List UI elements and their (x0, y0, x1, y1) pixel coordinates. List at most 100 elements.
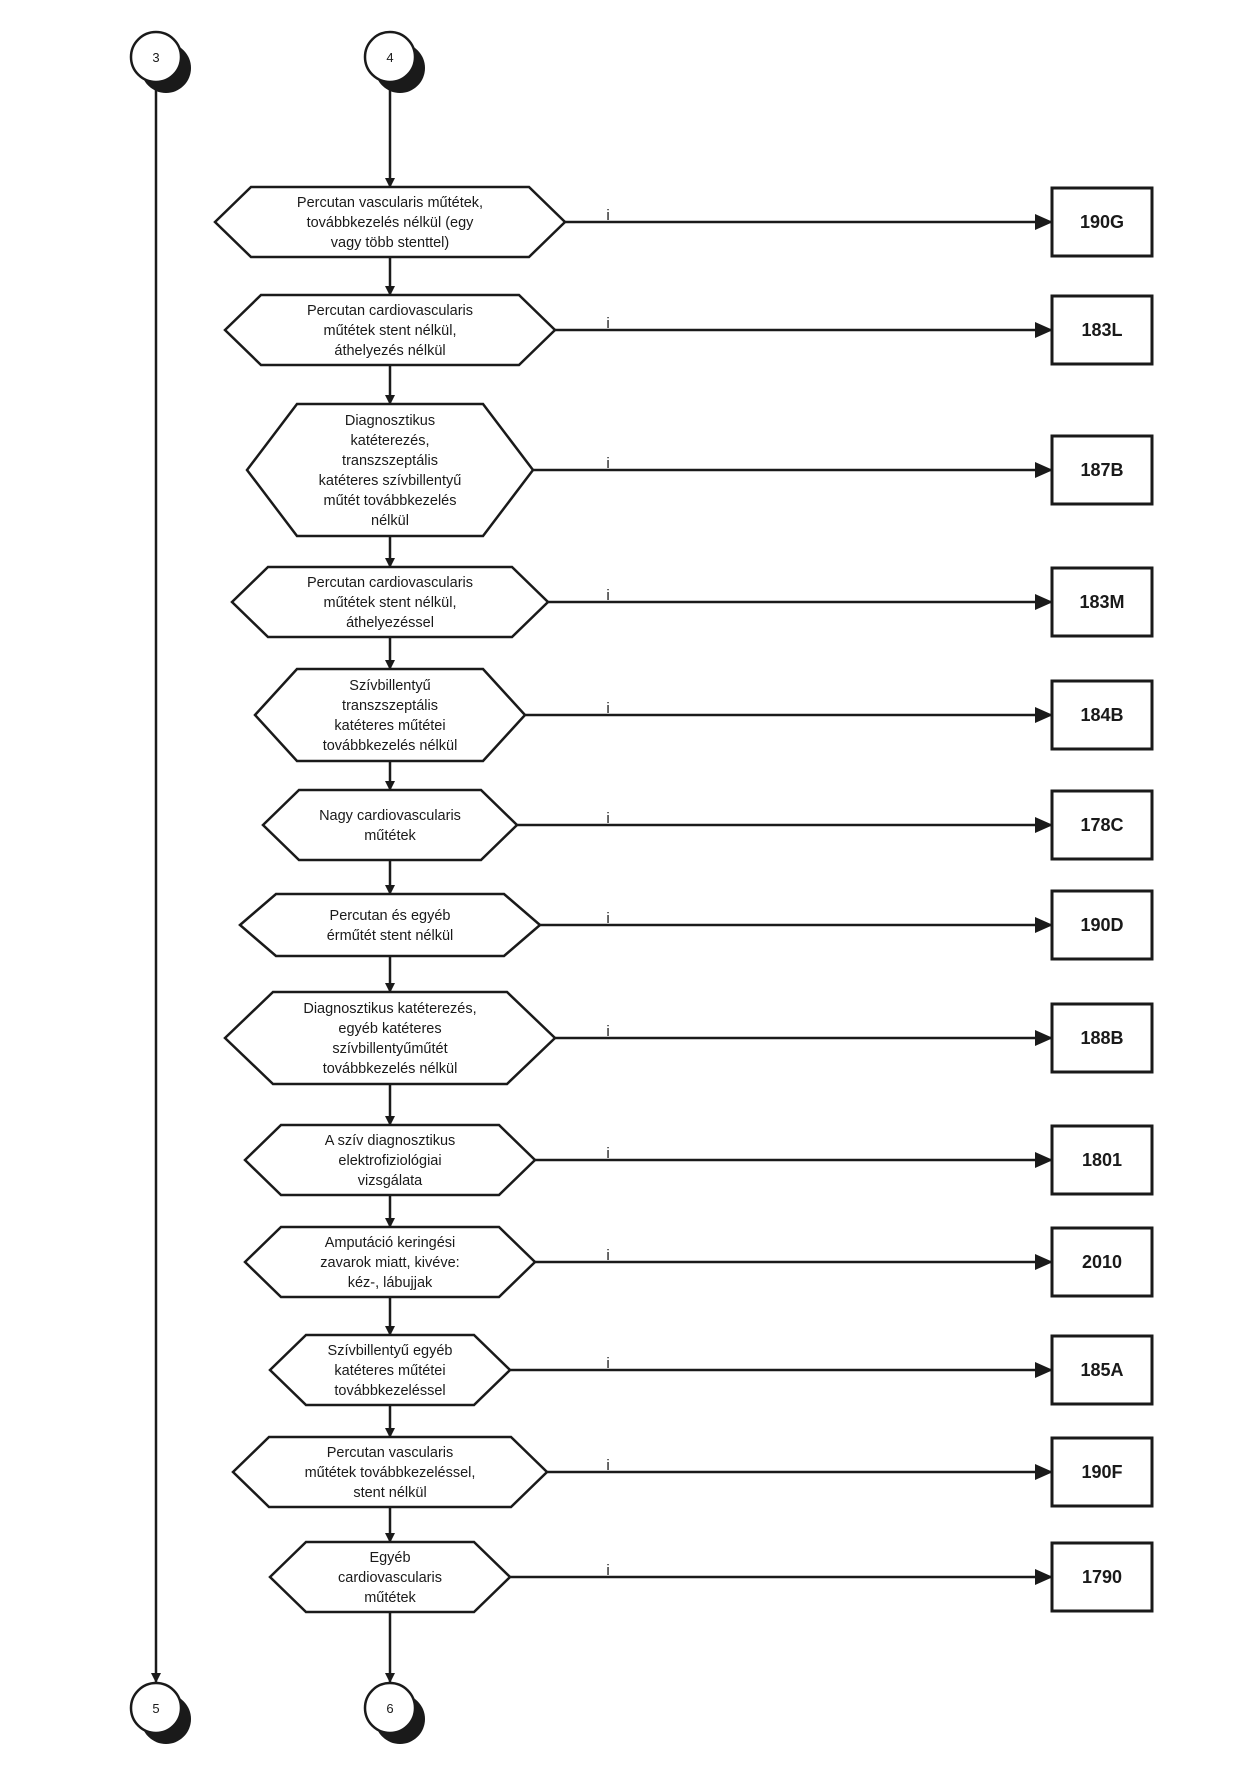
result-code: 190F (1081, 1462, 1122, 1482)
result-box (1050, 1541, 1154, 1613)
decision-node: Percutan cardiovascularis műtétek stent n… (230, 565, 1154, 639)
result-code: 183L (1081, 320, 1122, 340)
decision-label-line: nélkül (371, 513, 409, 529)
result-box (1050, 186, 1154, 258)
decision-label-line: cardiovascularis (338, 1570, 442, 1586)
branch-label: i (606, 1355, 609, 1372)
branch-label: i (606, 1457, 609, 1474)
decision-label-line: műtétek (364, 828, 416, 844)
result-code: 184B (1080, 705, 1123, 725)
connector-bottom-left: 5 (129, 1681, 191, 1744)
result-box (1050, 1226, 1154, 1298)
result-box (1050, 1124, 1154, 1196)
connector-top-left: 3 (129, 30, 191, 93)
decision-hexagon (261, 788, 519, 862)
result-code: 188B (1080, 1028, 1123, 1048)
decision-label-line: vagy több stenttel) (331, 235, 450, 251)
decision-label-line: továbbkezeléssel (334, 1383, 445, 1399)
branch-label: i (606, 1145, 609, 1162)
branch-label: i (606, 1247, 609, 1264)
decision-label-line: Percutan cardiovascularis (307, 303, 473, 319)
decision-label-line: műtétek stent nélkül, (324, 323, 457, 339)
decision-label-line: stent nélkül (353, 1485, 426, 1501)
connector-label: 6 (386, 1701, 393, 1716)
decision-label-line: transzszeptális (342, 453, 438, 469)
decision-node: Szívbillentyű egyéb katéteres műtétei tová… (268, 1333, 1154, 1407)
decision-label-line: műtét továbbkezelés (324, 493, 457, 509)
decision-label-line: műtétek továbbkezeléssel, (305, 1465, 476, 1481)
decision-label-line: Diagnosztikus katéterezés, (303, 1001, 476, 1017)
decision-label-line: egyéb katéteres (338, 1021, 441, 1037)
decision-label-line: szívbillentyűműtét (332, 1041, 447, 1057)
result-code: 185A (1080, 1360, 1123, 1380)
decision-label-line: Percutan vascularis (327, 1445, 454, 1461)
result-box (1050, 1002, 1154, 1074)
connector-label: 4 (386, 50, 393, 65)
decision-label-line: továbbkezelés nélkül (egy (307, 215, 475, 231)
result-code: 190G (1080, 212, 1124, 232)
decision-node: Szívbillentyű transzszeptális katéteres mű… (253, 667, 1154, 763)
decision-label-line: vizsgálata (358, 1173, 423, 1189)
decision-node: Nagy cardiovascularis műtétek i 178C (261, 788, 1154, 862)
result-code: 1790 (1082, 1567, 1122, 1587)
branch-label: i (606, 1562, 609, 1579)
decision-label-line: Diagnosztikus (345, 413, 435, 429)
decision-node: Percutan vascularis műtétek, továbbkezelé… (213, 185, 1154, 259)
decision-label-line: katéteres műtétei (334, 1363, 445, 1379)
decision-label-line: műtétek (364, 1590, 416, 1606)
result-code: 178C (1080, 815, 1123, 835)
result-box (1050, 1334, 1154, 1406)
decision-label-line: zavarok miatt, kivéve: (320, 1255, 459, 1271)
branch-label: i (606, 810, 609, 827)
result-box (1050, 789, 1154, 861)
result-code: 1801 (1082, 1150, 1122, 1170)
decision-label-line: Szívbillentyű (349, 678, 430, 694)
branch-label: i (606, 315, 609, 332)
decision-label-line: elektrofiziológiai (338, 1153, 441, 1169)
result-code: 183M (1079, 592, 1124, 612)
decision-label-line: katéteres műtétei (334, 718, 445, 734)
decision-hexagon (238, 892, 542, 958)
decision-label-line: Percutan cardiovascularis (307, 575, 473, 591)
decision-node: Diagnosztikus katéterezés, transzszeptális… (245, 402, 1154, 538)
decision-node: A szív diagnosztikuselektrofiziológiaivi… (243, 1123, 1154, 1197)
branch-label: i (606, 207, 609, 224)
result-box (1050, 679, 1154, 751)
connector-bottom-right: 6 (363, 1681, 425, 1744)
decision-label-line: Egyéb (369, 1550, 410, 1566)
decision-label-line: kéz-, lábujjak (348, 1275, 433, 1291)
decision-label-line: katéterezés, (351, 433, 430, 449)
branch-label: i (606, 455, 609, 472)
decision-label-line: továbbkezelés nélkül (323, 738, 458, 754)
decision-node: Percutan vascularis műtétek továbbkezelés… (231, 1435, 1154, 1509)
result-code: 2010 (1082, 1252, 1122, 1272)
decision-label-line: érműtét stent nélkül (327, 928, 454, 944)
decision-label-line: áthelyezés nélkül (334, 343, 445, 359)
result-code: 190D (1080, 915, 1123, 935)
result-box (1050, 566, 1154, 638)
decision-nodes: Percutan vascularis műtétek, továbbkezelé… (213, 185, 1154, 1614)
decision-node: Egyéb cardiovascularis műtétek i 1790 (268, 1540, 1154, 1614)
branch-label: i (606, 1023, 609, 1040)
result-box (1050, 1436, 1154, 1508)
branch-label: i (606, 910, 609, 927)
decision-node: Diagnosztikus katéterezés, egyéb katétere… (223, 990, 1154, 1086)
result-box (1050, 434, 1154, 506)
decision-label-line: áthelyezéssel (346, 615, 434, 631)
branch-label: i (606, 700, 609, 717)
decision-node: Percutan cardiovascularis műtétek stent n… (223, 293, 1154, 367)
decision-label-line: Amputáció keringési (325, 1235, 456, 1251)
result-box (1050, 889, 1154, 961)
branch-label: i (606, 587, 609, 604)
decision-label-line: továbbkezelés nélkül (323, 1061, 458, 1077)
decision-label-line: műtétek stent nélkül, (324, 595, 457, 611)
result-box (1050, 294, 1154, 366)
decision-node: Amputáció keringési zavarok miatt, kivéve… (243, 1225, 1154, 1299)
decision-label-line: Percutan vascularis műtétek, (297, 195, 483, 211)
decision-label-line: transzszeptális (342, 698, 438, 714)
decision-label-line: Szívbillentyű egyéb (328, 1343, 453, 1359)
decision-label-line: katéteres szívbillentyű (319, 473, 462, 489)
decision-label-line: Nagy cardiovascularis (319, 808, 461, 824)
